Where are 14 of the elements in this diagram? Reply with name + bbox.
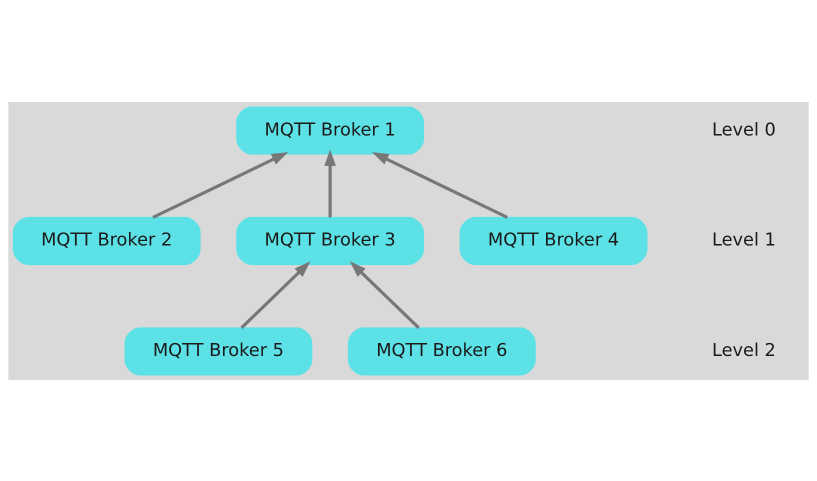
node-box: MQTT Broker 6: [348, 326, 536, 376]
node-box: MQTT Broker 3: [236, 216, 424, 265]
arrow: [350, 260, 420, 328]
node-box: MQTT Broker 4: [460, 216, 648, 265]
label: Level 0: [712, 120, 776, 140]
node-box: MQTT Broker 5: [124, 326, 312, 376]
label: Level 2: [712, 340, 776, 361]
node-box: MQTT Broker 2: [12, 216, 201, 265]
arrow: [324, 148, 336, 217]
arrow: [152, 152, 288, 218]
label: Level 1: [712, 230, 776, 250]
arrow: [372, 152, 508, 218]
node-box: MQTT Broker 1: [236, 106, 424, 154]
arrow: [240, 260, 310, 328]
